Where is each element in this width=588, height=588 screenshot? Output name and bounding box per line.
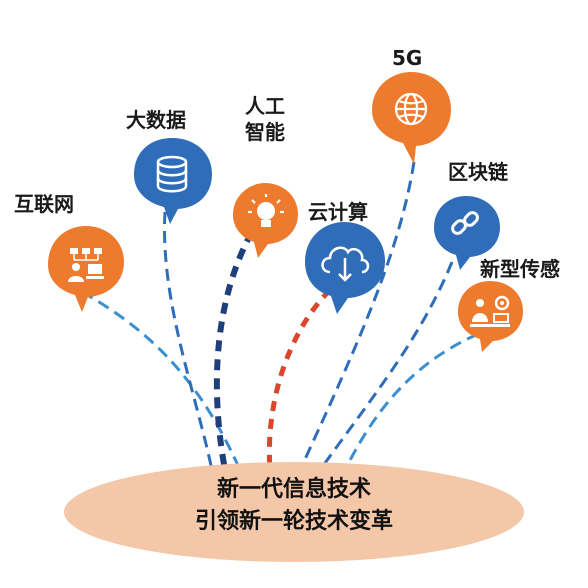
connector-bigdata (163, 211, 214, 471)
bubble-blockchain (434, 196, 500, 270)
connector-ai (213, 230, 255, 471)
bubble-5g (372, 72, 451, 164)
node-label-bigdata: 大数据 (126, 108, 186, 132)
bubble-internet (48, 226, 124, 312)
connector-5g (298, 161, 416, 471)
bubble-bigdata (134, 138, 212, 224)
node-label-blockchain: 区块链 (448, 160, 508, 184)
base-title-line1: 新一代信息技术 (216, 477, 371, 502)
connector-internet (81, 290, 242, 471)
worker-gear-icon (470, 295, 510, 327)
node-label-ai-line1: 人工 (245, 94, 285, 118)
connector-sensing (343, 332, 479, 471)
people-network-icon (68, 248, 104, 282)
lightbulb-icon (248, 194, 284, 227)
cloud-download-icon (321, 246, 370, 282)
connector-cloud (266, 288, 332, 471)
bubble-sensing (458, 281, 523, 352)
base-ellipse (64, 462, 524, 562)
chain-link-icon (451, 211, 479, 235)
connector-blockchain (318, 261, 454, 471)
node-label-internet: 互联网 (14, 192, 74, 216)
node-label-sensing: 新型传感 (480, 257, 560, 281)
node-label-cloud: 云计算 (308, 200, 368, 224)
bubble-ai (233, 183, 298, 258)
node-label-5g: 5G (392, 46, 423, 70)
bubble-cloud (305, 222, 385, 314)
database-icon (156, 155, 188, 193)
node-label-ai-line2: 智能 (245, 120, 285, 144)
globe-icon (394, 92, 428, 126)
base-title-line2: 引领新一轮技术变革 (194, 509, 393, 534)
